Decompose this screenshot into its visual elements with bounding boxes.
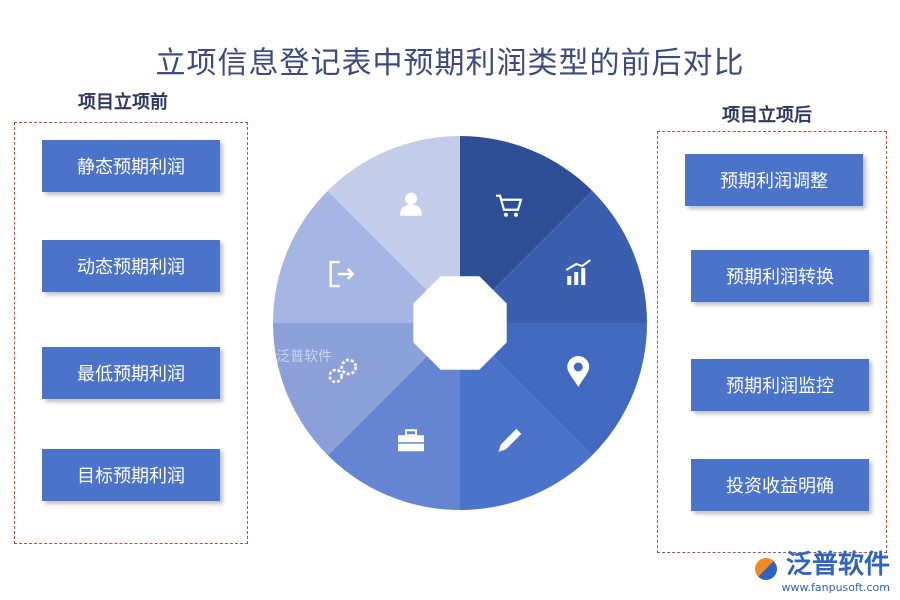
user-icon	[400, 192, 423, 216]
left-item-3: 最低预期利润	[42, 347, 220, 399]
shopping-cart-icon	[495, 194, 523, 217]
wheel-segment	[460, 136, 593, 323]
wheel-segment	[273, 323, 460, 456]
wheel-center	[413, 276, 507, 370]
right-item-2: 预期利润转换	[691, 250, 869, 302]
wheel-segment	[460, 323, 647, 456]
left-item-1: 静态预期利润	[42, 140, 220, 192]
right-group-label: 项目立项后	[722, 105, 812, 126]
location-pin-icon	[567, 355, 590, 387]
center-watermark: 泛普软件	[276, 349, 332, 365]
wheel-segment	[460, 190, 647, 323]
right-item-1: 预期利润调整	[685, 154, 863, 206]
brand-url: www.fanpusoft.com	[781, 581, 890, 594]
right-item-3: 预期利润监控	[691, 359, 869, 411]
gears-icon	[328, 358, 358, 384]
left-item-2: 动态预期利润	[42, 240, 220, 292]
wheel-segment	[327, 136, 460, 323]
left-item-4: 目标预期利润	[42, 449, 220, 501]
brand-watermark: 泛普软件 www.fanpusoft.com	[754, 544, 890, 594]
brand-name: 泛普软件	[785, 550, 890, 580]
exit-icon	[329, 260, 355, 288]
wheel-segment	[460, 323, 593, 510]
briefcase-icon	[398, 429, 425, 452]
left-group-box	[14, 122, 248, 544]
right-item-4: 投资收益明确	[691, 459, 869, 511]
left-group-label: 项目立项前	[78, 92, 168, 113]
wheel-segment	[273, 190, 460, 323]
bar-chart-icon	[565, 259, 591, 286]
page-title: 立项信息登记表中预期利润类型的前后对比	[155, 46, 745, 81]
right-group-box	[657, 131, 887, 553]
brand-logo-icon	[754, 557, 777, 580]
wheel-segment	[327, 323, 460, 510]
